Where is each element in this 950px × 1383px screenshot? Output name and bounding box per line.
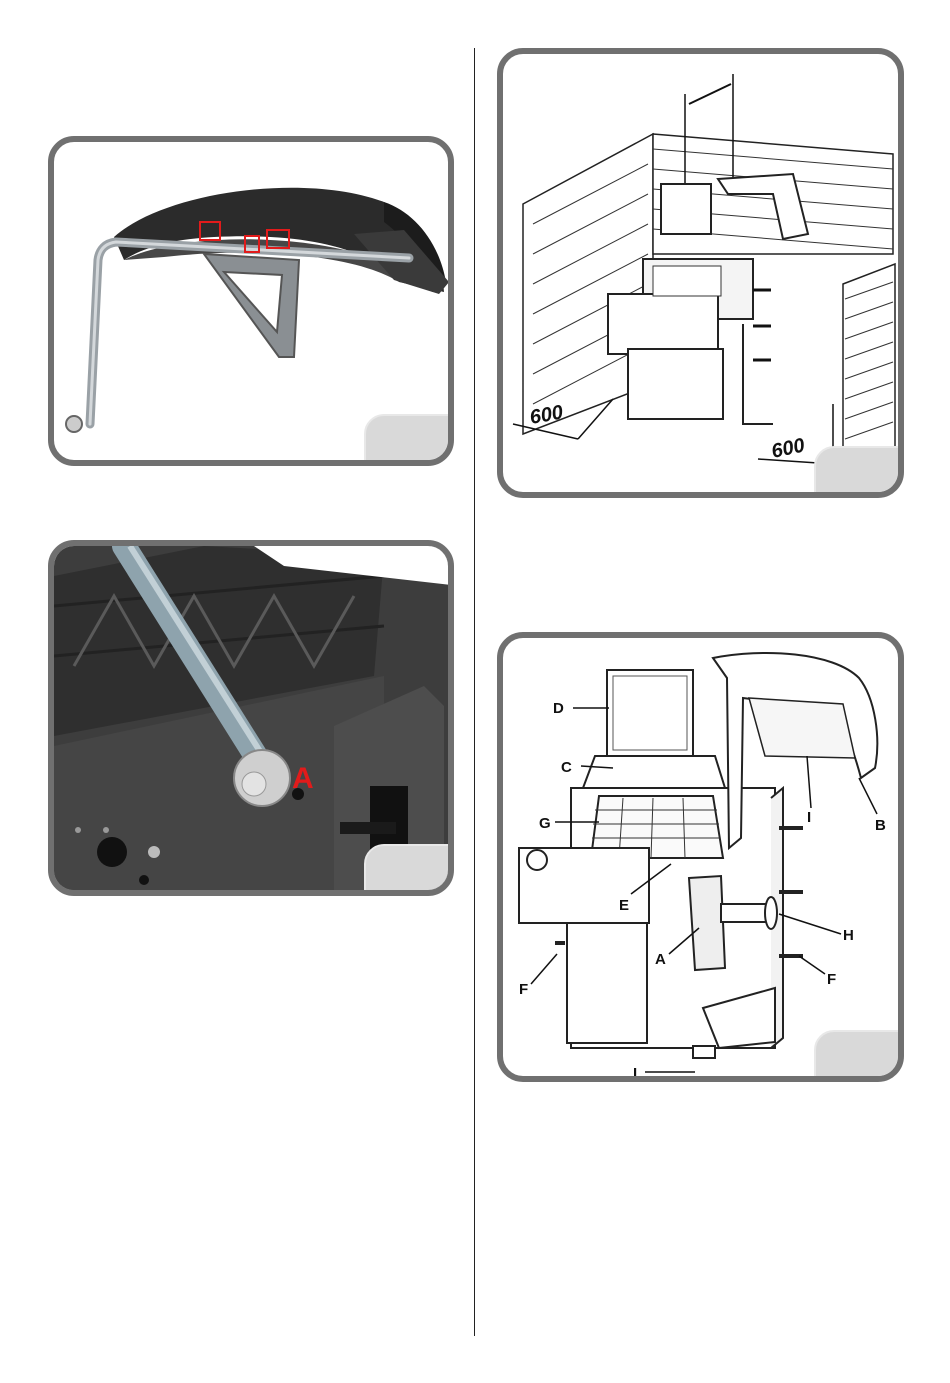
figure-guard-assembly bbox=[48, 136, 454, 466]
clearance-right: 600 bbox=[769, 434, 806, 462]
label-g: G bbox=[539, 815, 551, 832]
label-f-right: F bbox=[827, 971, 836, 988]
column-divider bbox=[474, 48, 475, 1336]
monitor bbox=[607, 670, 693, 756]
label-f-left: F bbox=[519, 981, 528, 998]
label-d: D bbox=[553, 700, 564, 717]
clearance-left: 600 bbox=[528, 401, 565, 428]
label-a: A bbox=[655, 951, 666, 968]
pivot-label-a: A bbox=[292, 762, 314, 795]
label-e: E bbox=[619, 897, 629, 914]
figure-guard-pivot: A bbox=[48, 540, 454, 896]
figure-installation-clearance: 600 600 bbox=[497, 48, 904, 498]
components-drawing: D C G E A F F H I B L bbox=[503, 638, 904, 1082]
figure-number-tab bbox=[364, 844, 450, 892]
rod-end-eye bbox=[66, 416, 82, 432]
figure-number-tab bbox=[814, 1030, 900, 1078]
label-h: H bbox=[843, 927, 854, 944]
figure-components: D C G E A F F H I B L bbox=[497, 632, 904, 1082]
label-l: L bbox=[633, 1065, 642, 1082]
figure-number-tab bbox=[814, 446, 900, 494]
figure-number-tab bbox=[364, 414, 450, 462]
installation-drawing: 600 600 bbox=[503, 54, 904, 498]
label-i: I bbox=[807, 809, 811, 826]
label-c: C bbox=[561, 759, 572, 776]
label-b: B bbox=[875, 817, 886, 834]
round-socket bbox=[97, 837, 127, 867]
